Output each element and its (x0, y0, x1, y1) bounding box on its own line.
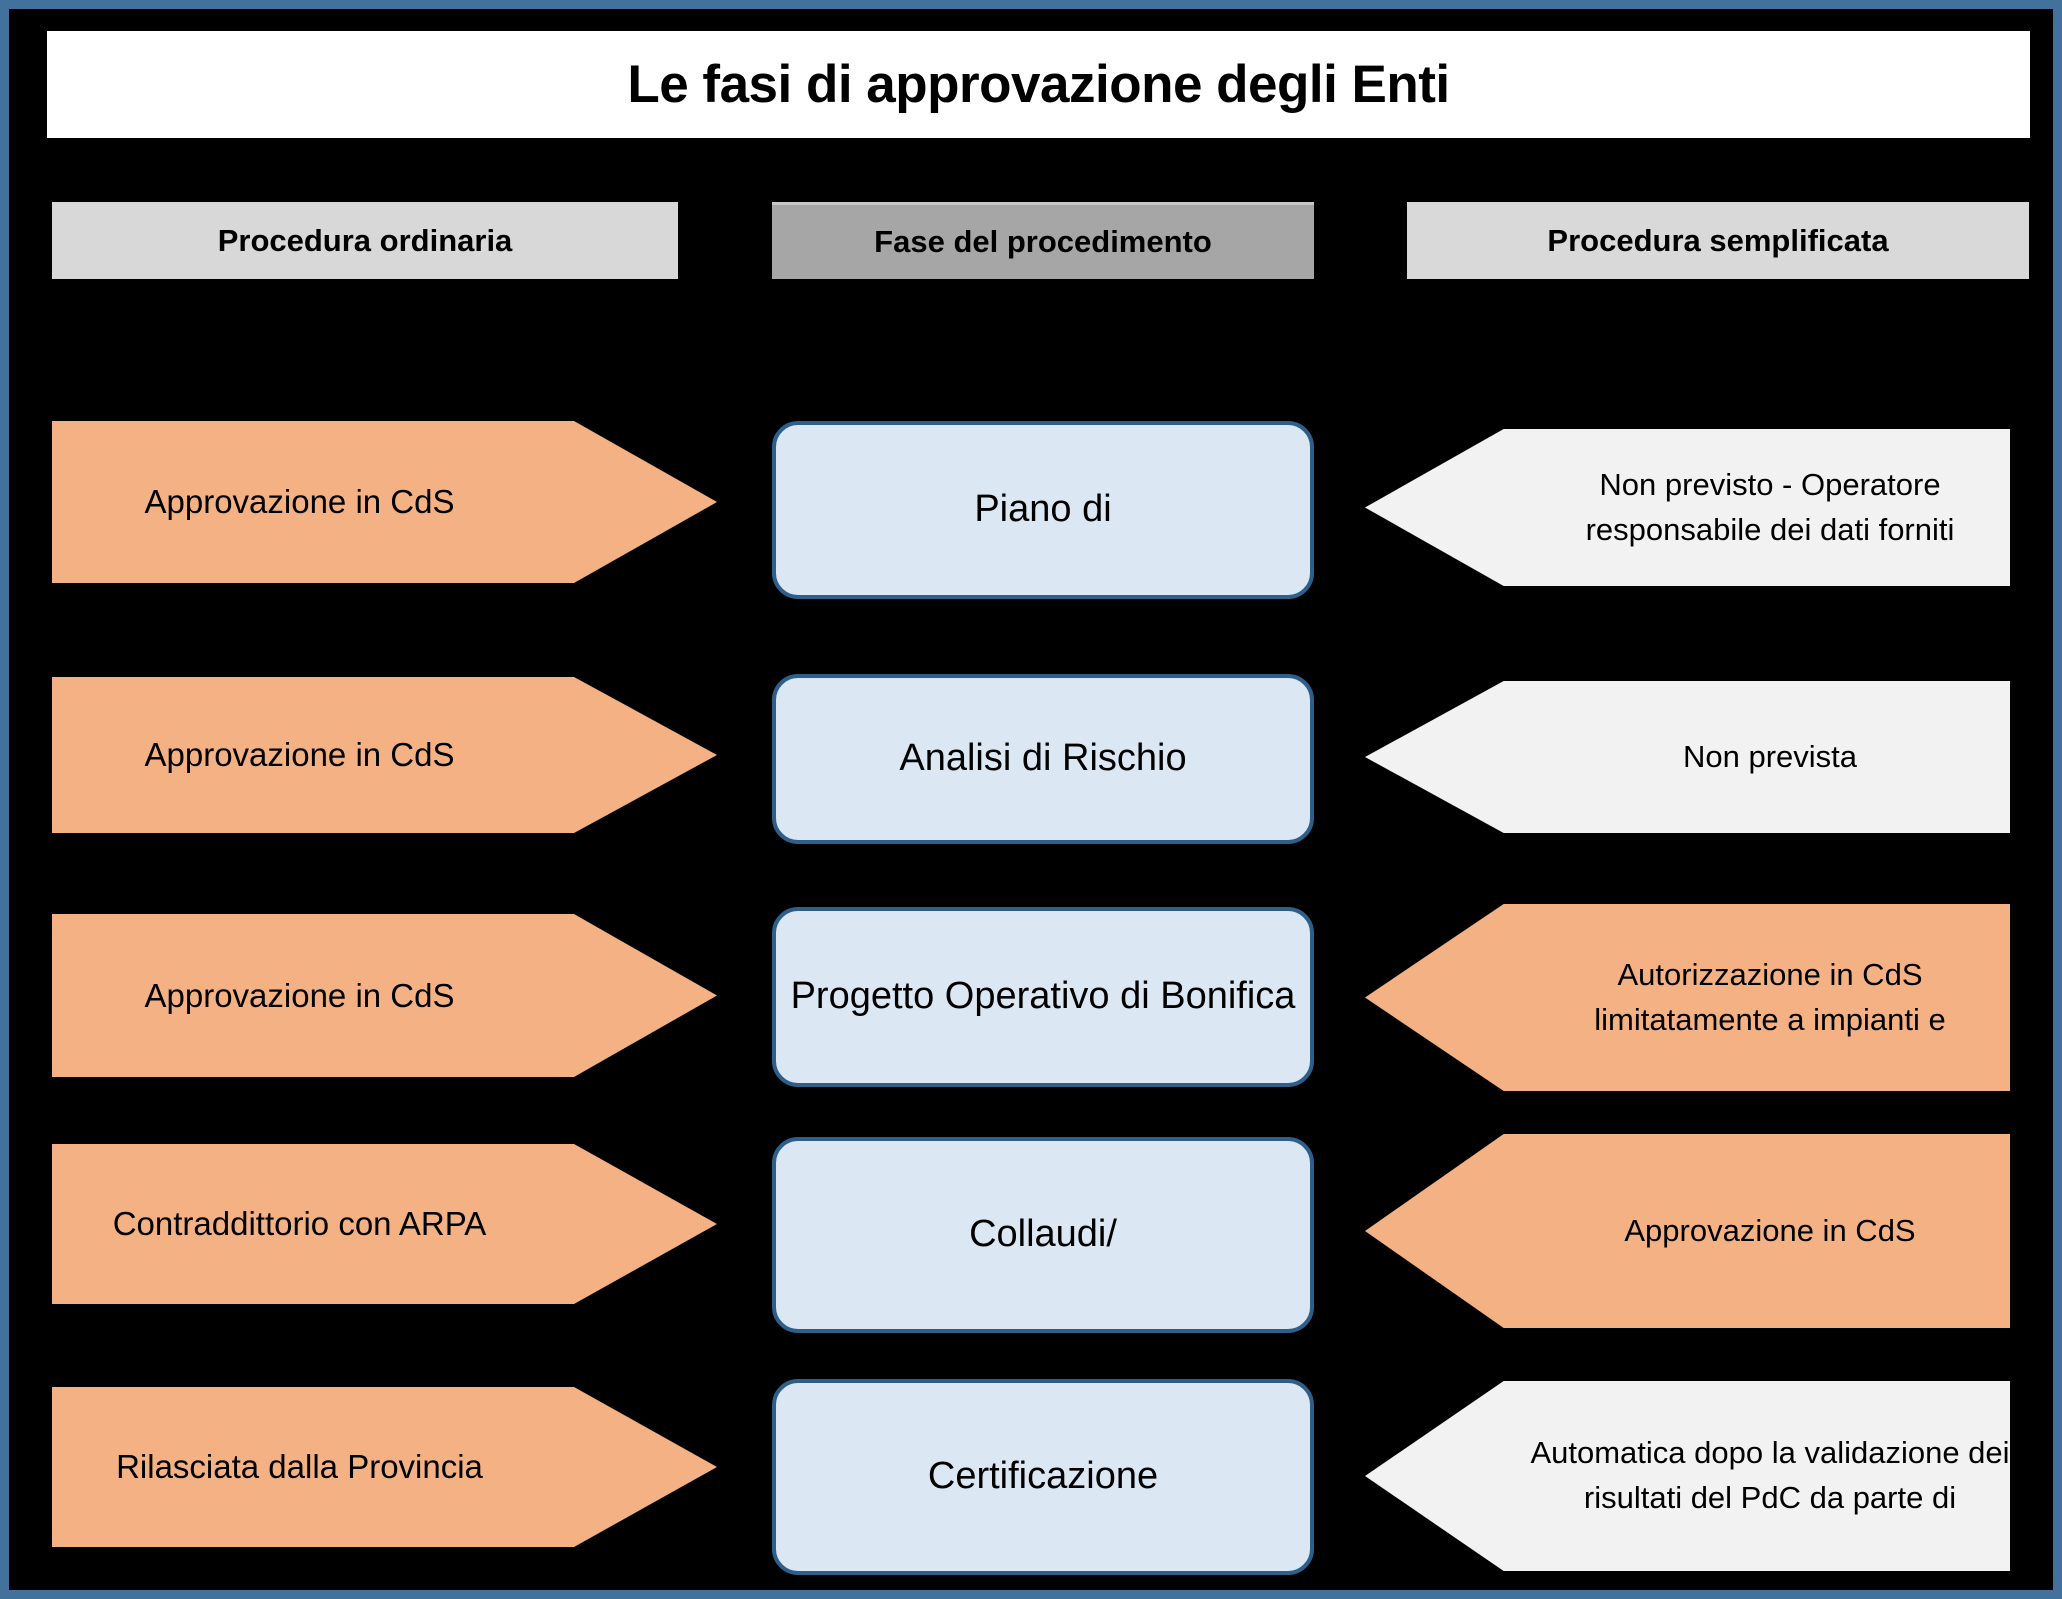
column-header-procedura-ordinaria: Procedura ordinaria (52, 202, 678, 279)
column-header-procedura-semplificata: Procedura semplificata (1407, 202, 2029, 279)
center-box-label-1: Piano di (974, 488, 1112, 531)
left-arrow-row-3[interactable]: Approvazione in CdS (52, 914, 717, 1077)
right-arrow-label-4: Approvazione in CdS (1624, 1212, 1916, 1248)
center-box-row-2[interactable]: Analisi di Rischio (772, 674, 1314, 844)
center-box-label-3: Progetto Operativo di Bonifica (790, 975, 1296, 1018)
left-arrow-label-3: Approvazione in CdS (144, 976, 455, 1014)
right-arrow-label-3: Autorizzazione in CdS limitatamente a im… (1594, 956, 1946, 1037)
right-arrow-row-3[interactable]: Autorizzazione in CdS limitatamente a im… (1365, 904, 2010, 1091)
title-bar: Le fasi di approvazione degli Enti (47, 31, 2030, 138)
left-arrow-row-4[interactable]: Contraddittorio con ARPA (52, 1144, 717, 1304)
right-arrow-label-5: Automatica dopo la validazione dei risul… (1530, 1435, 2010, 1515)
left-arrow-row-1[interactable]: Approvazione in CdS (52, 421, 717, 583)
left-arrow-label-2: Approvazione in CdS (144, 736, 455, 774)
left-arrow-label-4: Contraddittorio con ARPA (112, 1205, 487, 1243)
center-box-label-2: Analisi di Rischio (899, 737, 1187, 780)
right-arrow-label-1: Non previsto - Operatore responsabile de… (1585, 466, 1955, 547)
center-box-row-3[interactable]: Progetto Operativo di Bonifica (772, 907, 1314, 1087)
center-box-row-1[interactable]: Piano di (772, 421, 1314, 599)
right-arrow-row-5[interactable]: Automatica dopo la validazione dei risul… (1365, 1381, 2010, 1571)
center-box-row-4[interactable]: Collaudi/ (772, 1137, 1314, 1333)
right-arrow-row-1[interactable]: Non previsto - Operatore responsabile de… (1365, 429, 2010, 586)
left-arrow-row-5[interactable]: Rilasciata dalla Provincia (52, 1387, 717, 1547)
right-arrow-row-4[interactable]: Approvazione in CdS (1365, 1134, 2010, 1328)
left-arrow-label-5: Rilasciata dalla Provincia (116, 1448, 483, 1486)
center-box-label-4: Collaudi/ (969, 1213, 1117, 1256)
left-arrow-row-2[interactable]: Approvazione in CdS (52, 677, 717, 833)
right-arrow-label-2: Non prevista (1682, 738, 1858, 774)
center-box-row-5[interactable]: Certificazione (772, 1379, 1314, 1575)
page-title: Le fasi di approvazione degli Enti (627, 55, 1450, 114)
column-header-fase-del-procedimento: Fase del procedimento (772, 202, 1314, 279)
right-arrow-row-2[interactable]: Non prevista (1365, 681, 2010, 833)
center-box-label-5: Certificazione (927, 1455, 1159, 1498)
left-arrow-label-1: Approvazione in CdS (144, 483, 455, 521)
